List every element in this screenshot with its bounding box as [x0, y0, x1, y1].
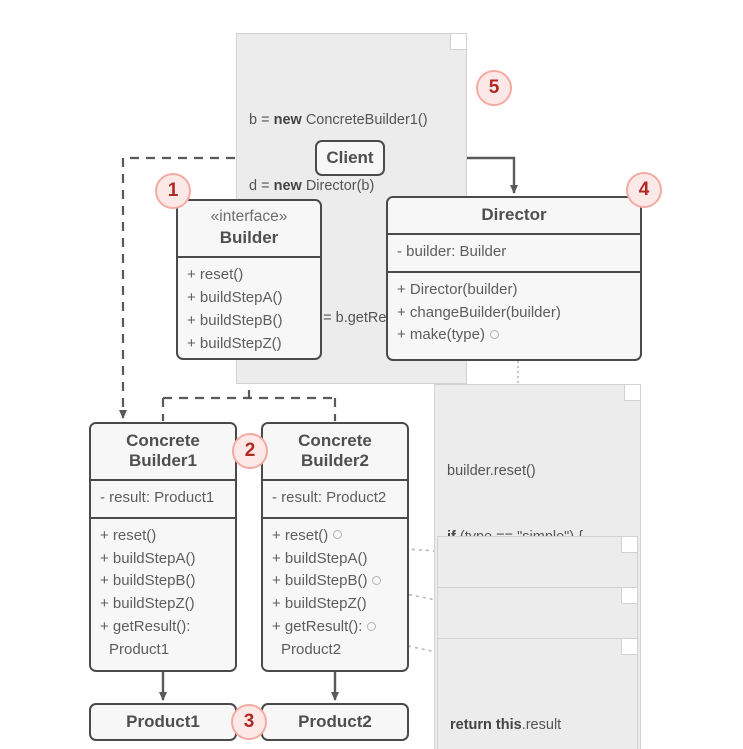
class-product2-label: Product2 [298, 712, 372, 731]
note-fold-corner [621, 537, 637, 553]
operation-row: + buildStepA() [272, 549, 368, 567]
class-concretebuilder2-operations: + reset() + buildStepA() + buildStepB() … [263, 516, 407, 669]
class-product1[interactable]: Product1 [89, 703, 237, 741]
note-getresult-body: return this.result [437, 638, 638, 749]
badge-4[interactable]: 4 [626, 172, 662, 208]
operation-row-continuation: Product2 [281, 640, 342, 658]
note-fold-corner [621, 639, 637, 655]
operation-row-buildstepb: + buildStepB() [272, 570, 399, 593]
operation-row: + reset() [100, 526, 157, 544]
class-concretebuilder2-name-line1: Concrete [298, 431, 372, 450]
operation-row-continuation: Product1 [109, 640, 170, 658]
class-client-label: Client [326, 148, 374, 167]
class-client[interactable]: Client [315, 140, 385, 176]
class-concretebuilder1-operations: + reset() + buildStepA() + buildStepB() … [91, 516, 235, 669]
note-line: d = new Director(b) [249, 178, 375, 195]
class-concretebuilder1-attributes: - result: Product1 [91, 479, 235, 517]
attribute-row: - result: Product2 [272, 489, 387, 507]
operation-row-getresult: + getResult(): [272, 616, 399, 639]
class-director-attributes: - builder: Builder [388, 233, 640, 271]
note-line: return this.result [450, 717, 562, 734]
operation-row-make: + make(type) [397, 324, 632, 347]
operation-row: + reset() [187, 266, 244, 284]
note-anchor-icon [489, 329, 499, 339]
class-concretebuilder1[interactable]: Concrete Builder1 - result: Product1 + r… [89, 422, 237, 672]
note-line: builder.reset() [447, 463, 536, 480]
class-concretebuilder1-name-line1: Concrete [126, 431, 200, 450]
operation-row: + buildStepA() [100, 549, 196, 567]
badge-3[interactable]: 3 [231, 704, 267, 740]
operation-row: + getResult(): [100, 618, 191, 636]
note-anchor-icon [367, 621, 377, 631]
operation-row: + buildStepB() [100, 572, 196, 590]
class-builder-header: «interface» Builder [178, 201, 320, 257]
class-concretebuilder2-attributes: - result: Product2 [263, 479, 407, 517]
operation-row: + Director(builder) [397, 280, 518, 298]
note-fold-corner [624, 385, 640, 401]
note-fold-corner [621, 588, 637, 604]
operation-row: + buildStepB() [187, 311, 283, 329]
note-fold-corner [450, 34, 466, 50]
class-concretebuilder2[interactable]: Concrete Builder2 - result: Product2 + r… [261, 422, 409, 672]
class-concretebuilder1-name-line2: Builder1 [128, 451, 198, 471]
class-concretebuilder2-header: Concrete Builder2 [263, 424, 407, 480]
attribute-row: - builder: Builder [397, 243, 507, 261]
badge-label: 2 [244, 440, 256, 461]
class-director-name: Director [481, 205, 547, 224]
class-product2[interactable]: Product2 [261, 703, 409, 741]
operation-row: + changeBuilder(builder) [397, 303, 561, 321]
class-director[interactable]: Director - builder: Builder + Director(b… [386, 196, 642, 361]
class-director-header: Director [388, 198, 640, 234]
operation-row: + buildStepZ() [187, 334, 282, 352]
class-builder-name: Builder [219, 228, 279, 248]
operation-row: + buildStepZ() [272, 595, 367, 613]
badge-label: 1 [167, 180, 179, 201]
class-product1-label: Product1 [126, 712, 200, 731]
class-concretebuilder1-header: Concrete Builder1 [91, 424, 235, 480]
badge-label: 5 [488, 77, 500, 98]
class-builder-operations: + reset() + buildStepA() + buildStepB() … [178, 256, 320, 354]
badge-label: 3 [243, 711, 255, 732]
operation-row: + buildStepZ() [100, 595, 195, 613]
badge-1[interactable]: 1 [155, 173, 191, 209]
note-anchor-icon [372, 576, 382, 586]
note-anchor-icon [333, 530, 343, 540]
class-director-operations: + Director(builder) + changeBuilder(buil… [388, 270, 640, 355]
badge-label: 4 [638, 179, 650, 200]
class-builder[interactable]: «interface» Builder + reset() + buildSte… [176, 199, 322, 360]
operation-row: + buildStepA() [187, 289, 283, 307]
class-builder-stereotype: «interface» [210, 208, 288, 225]
class-concretebuilder2-name-line2: Builder2 [300, 451, 370, 471]
note-line: b = new ConcreteBuilder1() [249, 112, 428, 129]
attribute-row: - result: Product1 [100, 489, 215, 507]
badge-5[interactable]: 5 [476, 70, 512, 106]
badge-2[interactable]: 2 [232, 433, 268, 469]
operation-row-reset: + reset() [272, 525, 399, 548]
